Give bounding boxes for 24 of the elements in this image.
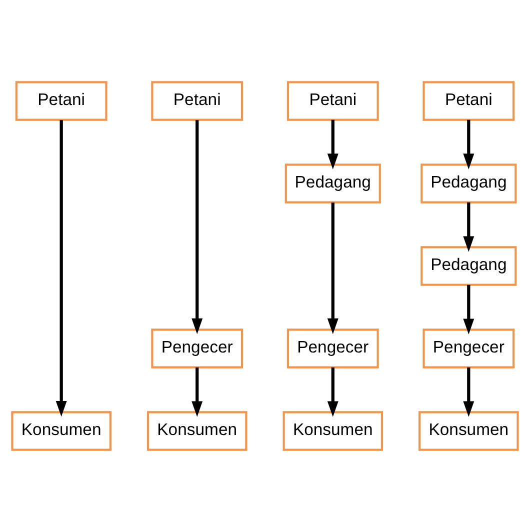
arrow bbox=[463, 284, 474, 334]
node-box: Pengecer bbox=[286, 328, 379, 368]
node-box: Konsumen bbox=[146, 410, 248, 450]
node-box: Petani bbox=[151, 80, 244, 120]
node-box: Petani bbox=[15, 80, 108, 120]
node-box: Konsumen bbox=[11, 410, 112, 450]
arrow bbox=[327, 119, 338, 169]
node-box: Konsumen bbox=[418, 410, 519, 450]
node-box: Pedagang bbox=[284, 163, 381, 203]
arrow bbox=[56, 120, 67, 416]
arrow bbox=[463, 366, 474, 416]
node-box: Konsumen bbox=[282, 410, 384, 450]
node-box: Petani bbox=[422, 80, 515, 120]
node-box: Pengecer bbox=[151, 328, 244, 368]
arrow bbox=[463, 202, 474, 252]
node-box: Pedagang bbox=[420, 163, 517, 203]
node-box: Petani bbox=[286, 80, 379, 120]
node-box: Pengecer bbox=[422, 328, 515, 368]
arrow bbox=[463, 119, 474, 169]
arrow bbox=[192, 366, 203, 416]
arrow bbox=[192, 120, 203, 334]
arrow bbox=[327, 366, 338, 416]
arrow bbox=[327, 202, 338, 334]
node-box: Pedagang bbox=[420, 246, 517, 286]
